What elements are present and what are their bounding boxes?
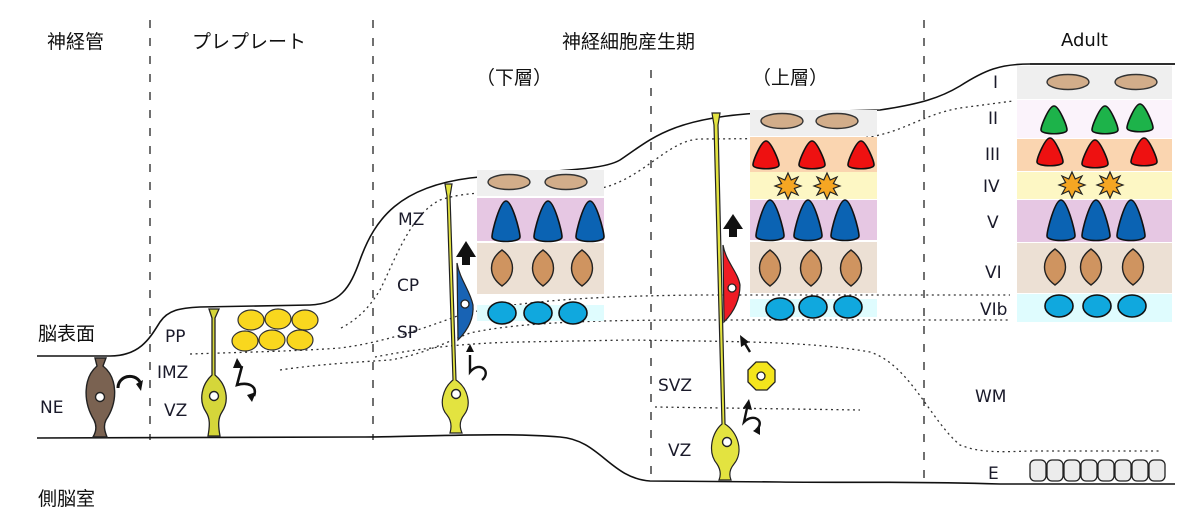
radial-glia-lower [441,183,469,434]
adult-layer-labels: I II III IV V VI VIb [980,73,1007,320]
radial-glia-upper [710,112,740,481]
zone-label-ne: NE [40,398,63,418]
zone-label-mz: MZ [398,210,424,230]
preplate-cell-cluster [231,308,319,352]
arrowhead-icon [136,380,143,391]
migration-up-arrow-icon [456,241,476,265]
zone-label-cp: CP [397,276,419,296]
stage-label-preplate: プレプレート [192,31,306,53]
proliferation-arrow-icon [741,407,761,431]
stage-separators [149,20,925,485]
band-layer-IV [1017,172,1172,199]
proliferation-arrow-icon [468,355,487,381]
zone-label-e: E [988,464,999,484]
zone-label-imz: IMZ [157,363,188,383]
layer-label-VI: VI [985,263,1002,283]
label-brain-surface: 脳表面 [38,323,95,345]
lower-layer-bands [477,170,604,321]
zone-label-sp: SP [397,323,418,343]
arrowhead-icon [233,358,243,368]
stage-label-lower-layer: （下層） [476,67,552,89]
layer-label-IV: IV [983,177,1000,197]
neuroepithelial-cell [85,357,116,438]
migrating-neuron-blue [456,262,474,342]
arrowhead-icon [740,335,749,347]
zone-label-pp: PP [165,327,186,347]
layer-label-VIb: VIb [980,300,1007,320]
layer-label-I: I [993,73,998,93]
arrowhead-icon [466,344,474,352]
zone-boundaries [189,100,1160,453]
ependymal-cells [1029,459,1166,482]
zone-label-wm: WM [975,387,1006,407]
arrowhead-icon [743,399,752,410]
zone-label-vz-preplate: VZ [164,401,187,421]
label-lateral-ventricle: 側脳室 [38,488,95,510]
layer-label-III: III [985,145,1000,165]
zone-label-svz: SVZ [658,376,692,396]
cycle-arrow-icon [116,374,142,389]
layer-label-V: V [987,213,999,233]
stage-label-adult: Adult [1061,30,1108,51]
layer-label-II: II [988,109,998,129]
stage-label-neural-tube: 神経管 [47,31,104,53]
adult-layer-bands [1017,66,1172,322]
intermediate-progenitor [747,361,776,391]
migrating-neuron-red [722,244,741,324]
radial-glia-preplate [201,308,227,437]
arrowhead-icon [247,392,256,402]
arrowhead-icon [753,426,760,435]
migration-up-arrow-icon [723,214,743,237]
stage-label-neurogenesis: 神経細胞産生期 [562,31,695,53]
zone-label-vz-neurogenesis: VZ [668,441,691,461]
stage-label-upper-layer: （上層） [752,67,828,89]
ventricular-surface-line [36,433,1175,485]
proliferation-arrow-icon [235,365,257,397]
